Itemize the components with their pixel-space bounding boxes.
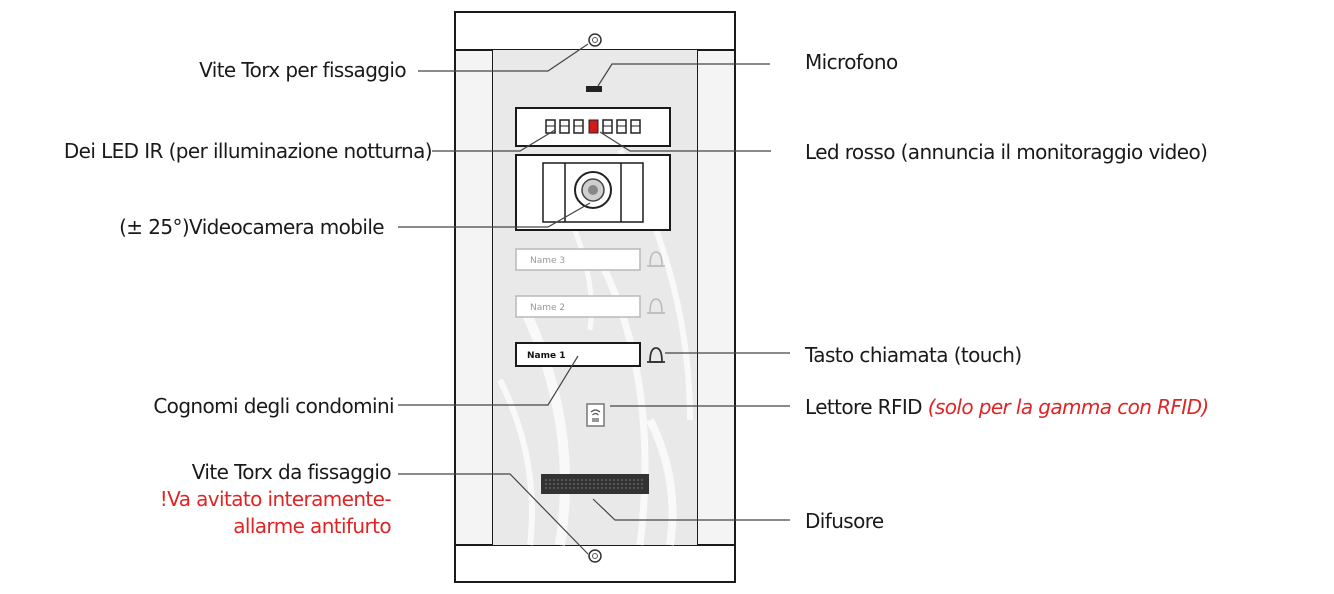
bell-icon (647, 347, 665, 363)
label-cognomi: Cognomi degli condomini (153, 394, 394, 418)
leader-cognomi (398, 355, 579, 406)
label-led-rosso: Led rosso (annuncia il monitoraggio vide… (805, 140, 1208, 164)
right-rail (696, 49, 736, 546)
label-vite-bottom-note-1: !Va avitato interamente- (159, 487, 392, 511)
label-tasto: Tasto chiamata (touch) (805, 343, 1022, 367)
label-camera: (± 25°)Videocamera mobile (119, 215, 385, 239)
speaker-grille (541, 474, 649, 494)
leader-microfono (597, 63, 770, 87)
name-plate-3-label: Name 3 (530, 256, 565, 266)
label-rfid: Lettore RFID (solo per la gamma con RFID… (805, 395, 1209, 419)
ir-led-array (545, 119, 641, 134)
leader-vite-bottom (398, 473, 589, 555)
rfid-icon (586, 403, 605, 427)
leader-led-ir (432, 129, 556, 152)
name-plate-3: Name 3 (515, 248, 641, 271)
leader-led-rosso (599, 131, 771, 152)
microphone-icon (586, 86, 602, 92)
left-rail (454, 49, 494, 546)
label-rfid-text: Lettore RFID (805, 395, 928, 419)
bell-icon (647, 298, 665, 314)
name-plate-2: Name 2 (515, 295, 641, 318)
label-vite-bottom-note-2: allarme antifurto (233, 514, 391, 538)
label-led-ir: Dei LED IR (per illuminazione notturna) (63, 139, 433, 163)
leader-vite-top (418, 43, 589, 72)
label-vite-bottom: Vite Torx da fissaggio (191, 460, 392, 484)
red-led (588, 119, 599, 134)
leader-lines (398, 43, 790, 555)
leader-camera (398, 202, 591, 228)
label-microfono: Microfono (805, 50, 898, 74)
camera-lens-icon (574, 171, 612, 209)
name-plate-1: Name 1 (515, 342, 641, 367)
name-plate-2-label: Name 2 (530, 303, 565, 313)
leader-difusore (592, 498, 790, 521)
name-plate-1-label: Name 1 (527, 351, 565, 361)
label-vite-top: Vite Torx per fissaggio (199, 58, 407, 82)
bell-icon (647, 251, 665, 267)
screw-icon (588, 549, 602, 563)
screw-icon (588, 33, 602, 47)
label-rfid-note: (solo per la gamma con RFID) (927, 395, 1209, 419)
label-difusore: Difusore (805, 509, 884, 533)
